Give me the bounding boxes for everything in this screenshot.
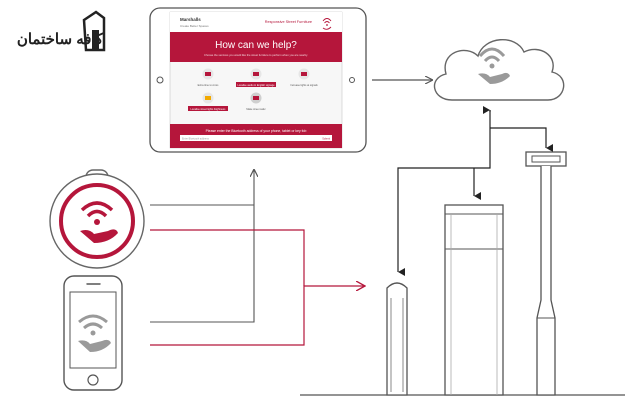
cloud-to-bollard-arrow	[397, 110, 491, 276]
option-item[interactable]: Localise street lights brightness	[188, 92, 228, 112]
watermark-text: کافه ساختمان	[17, 31, 104, 48]
brand-tagline: Create Better Spaces	[180, 24, 209, 28]
brand-name: Marshalls	[180, 17, 201, 22]
kiosk	[444, 204, 504, 396]
header-title: Responsive Street Furniture	[265, 20, 312, 24]
house-icon	[82, 10, 106, 52]
key-fob	[49, 169, 145, 269]
page-heading: How can we help?	[215, 40, 297, 51]
tablet-camera	[349, 77, 355, 83]
bluetooth-address-input[interactable]	[180, 135, 332, 141]
phone-to-tablet-line	[150, 170, 254, 323]
street-light	[525, 151, 567, 396]
connectors	[150, 80, 553, 346]
fob-to-furniture-line	[150, 229, 305, 286]
wireless-hand-icon	[478, 47, 510, 84]
sun-icon	[202, 92, 214, 104]
submit-button[interactable]: Submit	[322, 138, 330, 141]
option-item[interactable]: Extra time to cross	[198, 68, 219, 87]
option-label: Localise audio in English signage	[238, 84, 276, 87]
option-label: Localise street lights brightness	[191, 108, 227, 111]
wireless-hand-icon	[78, 314, 111, 352]
tablet: Marshalls Create Better Spaces Responsiv…	[149, 7, 367, 153]
phone-home-button[interactable]	[87, 374, 99, 386]
wireless-hand-icon	[80, 201, 118, 243]
tablet-screen: Marshalls Create Better Spaces Responsiv…	[169, 11, 343, 149]
tablet-home-button[interactable]	[156, 76, 164, 84]
cloud	[434, 38, 565, 101]
street-furniture	[300, 151, 625, 396]
options-grid: Extra time to cross Localise audio in Eng…	[188, 68, 318, 112]
bollard	[386, 282, 408, 396]
option-item[interactable]: Make street safer	[246, 92, 266, 111]
option-label: Make street safer	[246, 108, 265, 111]
bench-icon	[202, 68, 214, 80]
signal-icon	[298, 68, 310, 80]
pie-icon	[250, 92, 262, 104]
phone-to-furniture-line	[150, 286, 365, 346]
footer-prompt: Please enter the Bluetooth address of yo…	[206, 129, 307, 133]
option-label: Increase lights at signals	[290, 84, 318, 87]
intro-text: Choose the services you would like the s…	[204, 53, 308, 57]
phone	[63, 275, 123, 391]
option-label: Extra time to cross	[198, 84, 219, 87]
option-item[interactable]: Increase lights at signals	[290, 68, 318, 87]
phone-screen	[69, 291, 117, 369]
watermark-logo: کافه ساختمان	[17, 10, 106, 52]
header-wireless-icon	[322, 18, 332, 30]
option-item[interactable]: Localise audio in English signage	[236, 68, 276, 88]
cloud-to-streetlight-arrow	[490, 127, 553, 152]
language-flag-icon	[250, 68, 262, 80]
bluetooth-input-hint: Enter Bluetooth address	[182, 138, 210, 141]
